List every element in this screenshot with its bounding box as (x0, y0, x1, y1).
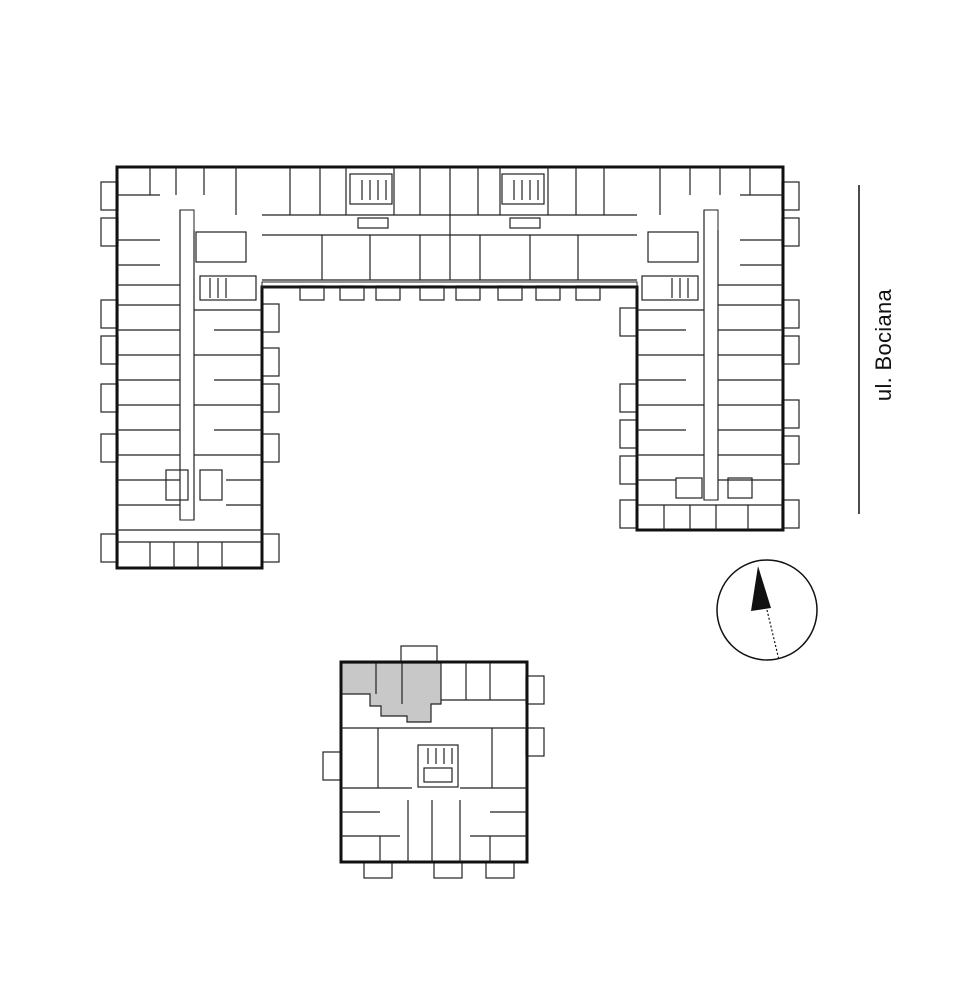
square-building (322, 645, 545, 879)
north-arrow-icon (716, 559, 818, 661)
left-wing-rooms (117, 167, 262, 568)
corridors (179, 209, 719, 521)
right-wing-rooms (637, 167, 783, 530)
highlighted-apartment[interactable] (340, 662, 442, 723)
street-name-label: ul. Bociana (871, 288, 896, 402)
square-building-outline (339, 660, 529, 864)
u-shaped-building (100, 165, 800, 570)
top-wing-rooms (262, 167, 637, 281)
